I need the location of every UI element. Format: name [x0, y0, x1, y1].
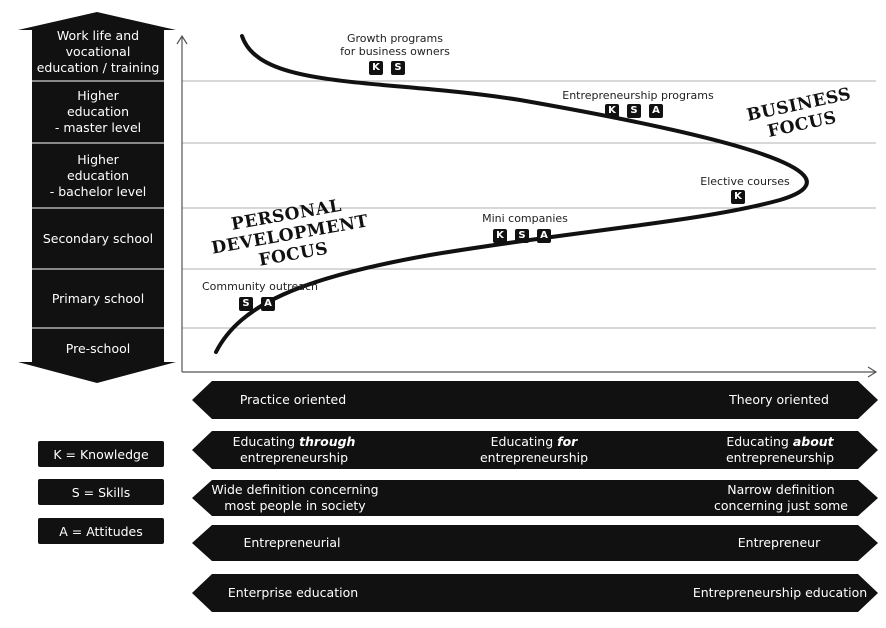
community-outreach-label: Community outreach	[202, 280, 318, 293]
band-4	[192, 525, 878, 561]
badge-s: S	[239, 297, 253, 311]
badge-k: K	[731, 190, 745, 204]
mini-badges: K S A	[493, 229, 551, 243]
growth-badges: K S	[369, 61, 405, 75]
band-2	[192, 431, 878, 469]
band1-right: Theory oriented	[729, 392, 829, 407]
legend-attitudes: A = Attitudes	[38, 518, 164, 544]
band5-left: Enterprise education	[227, 585, 359, 600]
band4-right: Entrepreneur	[737, 535, 821, 550]
badge-s: S	[515, 229, 529, 243]
band-3	[192, 480, 878, 516]
band-5	[192, 574, 878, 612]
badge-a: A	[537, 229, 551, 243]
community-badges: S A	[239, 297, 275, 311]
band1-left: Practice oriented	[239, 392, 347, 407]
band4-left: Entrepreneurial	[243, 535, 341, 550]
badge-s: S	[391, 61, 405, 75]
education-curve	[214, 34, 809, 354]
growth-programs-label: Growth programs for business owners	[340, 32, 450, 58]
legend-knowledge: K = Knowledge	[38, 441, 164, 467]
badge-k: K	[493, 229, 507, 243]
band-1	[192, 381, 878, 419]
mini-companies-label: Mini companies	[482, 212, 568, 225]
band5-right: Entrepreneurship education	[692, 585, 868, 600]
axes	[176, 34, 878, 378]
badge-a: A	[261, 297, 275, 311]
entrepreneurship-programs-label: Entrepreneurship programs	[562, 89, 714, 102]
legend-skills: S = Skills	[38, 479, 164, 505]
level-bachelor: Higher education - bachelor level	[49, 151, 147, 199]
bands	[192, 381, 878, 612]
badge-s: S	[627, 104, 641, 118]
level-secondary: Secondary school	[42, 230, 154, 246]
badge-k: K	[369, 61, 383, 75]
level-primary: Primary school	[51, 290, 145, 306]
level-dividers	[32, 80, 164, 329]
entrepreneurship-badges: K S A	[605, 104, 663, 118]
badge-a: A	[649, 104, 663, 118]
gridlines	[182, 80, 876, 329]
vertical-arrow	[18, 12, 176, 383]
elective-badges: K	[731, 190, 745, 204]
level-work-life: Work life and vocational education / tra…	[36, 28, 160, 75]
badge-k: K	[605, 104, 619, 118]
level-master: Higher education - master level	[54, 88, 142, 135]
elective-courses-label: Elective courses	[700, 175, 790, 188]
level-preschool: Pre-school	[65, 341, 131, 356]
